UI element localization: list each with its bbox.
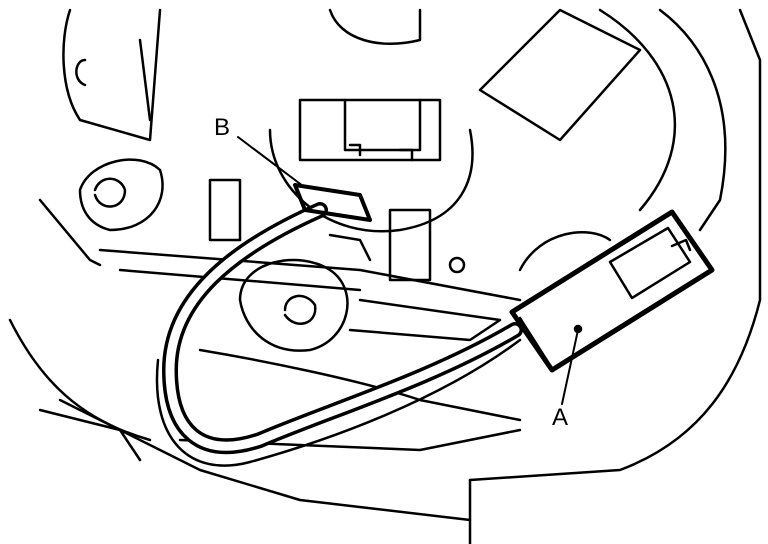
callout-label-a: A — [552, 404, 569, 431]
callout-label-b: B — [214, 114, 231, 141]
clip-b — [293, 183, 372, 262]
background-housing — [8, 8, 762, 544]
connector-a — [509, 209, 715, 373]
wire-harness — [155, 202, 523, 467]
leader-lines — [237, 136, 583, 405]
